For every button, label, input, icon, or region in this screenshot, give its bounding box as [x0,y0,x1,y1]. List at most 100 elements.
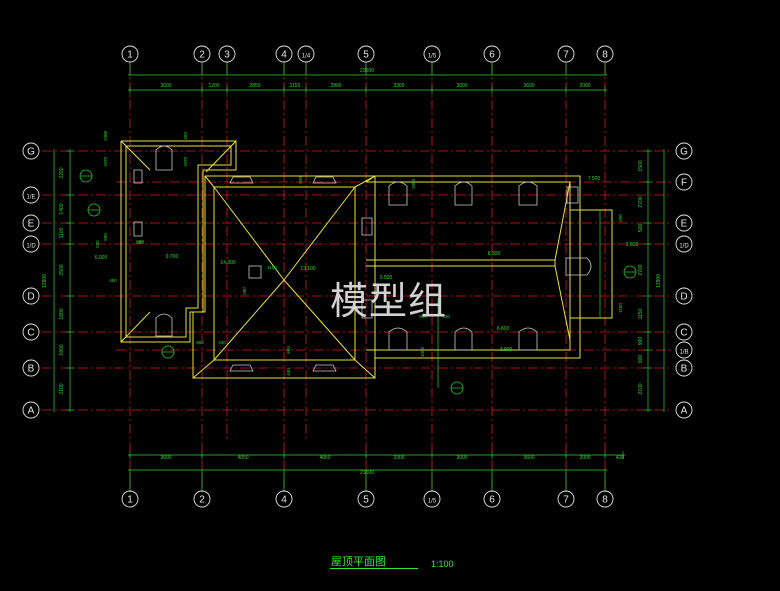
grid-label-top: 1/5 [428,54,437,60]
dimension-text: 3300 [393,455,404,461]
dimension-text: 2700 [638,196,644,207]
dimension-text: 12900 [42,274,48,288]
grid-label-right: 1/B [679,350,688,356]
dimension-text: 23600 [360,68,374,74]
dimension-text: 2000 [579,83,590,89]
grid-label-top: 8 [602,50,608,61]
roof-dormers [133,145,592,372]
grid-label-bottom: 6 [489,495,495,506]
grid-label-left: 1/E [26,195,35,201]
grid-label-right: D [680,292,687,303]
local-dimension: 1000 [411,178,416,189]
elevation-mark: 13.100 [300,266,316,272]
grid-label-bottom: 2 [199,495,205,506]
grid-label-right: F [681,178,687,189]
local-dimension: 525 [95,240,100,248]
dimension-text: 3600 [160,455,171,461]
dimension-text: 1150 [638,308,644,319]
local-dimension: 1100 [267,265,277,270]
local-dimension: 1000 [103,130,108,141]
local-dimension: 600 [103,233,108,241]
dimension-text: 2900 [330,83,341,89]
axis-grid-lines [42,64,672,488]
grid-label-left: C [27,328,34,339]
local-dimension: 450 [109,278,117,283]
watermark-text: 模型组 [330,279,448,323]
elevation-mark: 9.700 [166,254,179,260]
dimension-text: 3600 [160,83,171,89]
local-dimension: 1070 [183,156,188,167]
dimension-text: 2100 [59,383,65,394]
dimension-text: 1200 [208,83,219,89]
title-underline [330,568,418,569]
elevation-mark: 7.500 [588,176,601,182]
dimension-text: 4050 [319,455,330,461]
local-dimension: 1000 [420,346,425,357]
grid-label-bottom: 7 [563,495,569,506]
dimension-text: 1150 [290,83,301,89]
grid-label-right: 1/D [679,244,689,250]
drawing-title: 屋顶平面图 [331,556,386,568]
dimension-text: 900 [638,337,644,346]
grid-label-left: D [27,292,34,303]
elevation-mark: 6.600 [497,326,510,332]
grid-label-bottom: 5 [363,495,369,506]
grid-label-top: 7 [563,50,569,61]
dimension-text: 2500 [59,264,65,275]
local-dimension: 280 [242,287,247,295]
local-dimension: 900 [419,314,427,319]
grid-label-top: 6 [489,50,495,61]
dimension-text: 500 [638,224,644,233]
dimension-text: 1800 [59,344,65,355]
grid-label-top: 1/4 [302,54,311,60]
dimension-text: 1100 [59,227,65,238]
grid-label-bottom: 1/5 [428,499,437,505]
elevation-mark: 3.900 [500,347,513,353]
dimension-text: 2000 [579,455,590,461]
dimension-text: 2200 [59,167,65,178]
dimension-text: 23600 [360,470,374,476]
grid-label-right: A [681,406,688,417]
elevation-mark: 14.300 [220,260,236,266]
dimension-text: 4050 [237,455,248,461]
roof-outline [120,140,613,379]
dimension-text: 2850 [249,83,260,89]
grid-label-top: 5 [363,50,369,61]
dimension-text: 1400 [59,203,65,214]
local-dimension: 440 [218,340,226,345]
detail-symbols [79,169,637,395]
dimension-text: 2100 [638,383,644,394]
local-dimension: 660 [286,346,291,354]
elevation-mark: 8.300 [488,251,501,257]
dimension-text: 3600 [523,455,534,461]
grid-label-right: E [681,219,688,230]
local-dimension: 400 [442,314,450,319]
elevation-mark: 3.600 [626,242,639,248]
grid-label-right: G [680,147,688,158]
dimension-text: 1800 [59,308,65,319]
elevation-mark: 9.500 [380,275,393,281]
local-dimension: 450 [183,132,188,140]
local-dimension: 650 [618,214,623,222]
dimension-text: 420 [616,455,625,461]
grid-label-left: B [28,364,35,375]
elevation-mark: 6.000 [95,255,108,261]
grid-label-left: G [27,147,35,158]
local-dimension: 600 [298,176,303,184]
dimension-lines [53,62,665,492]
grid-label-left: A [28,406,35,417]
dimension-text: 12900 [656,274,662,288]
grid-label-bottom: 4 [281,495,287,506]
grid-label-left: 1/D [26,244,36,250]
local-dimension: 200 [136,240,144,245]
local-dimension: 440 [286,368,291,376]
dimension-text: 3600 [523,83,534,89]
drawing-scale: 1:100 [431,559,454,569]
dimension-text: 1500 [638,160,644,171]
grid-label-right: B [681,364,688,375]
grid-label-left: E [28,219,35,230]
dimension-text: 900 [638,355,644,364]
grid-label-top: 2 [199,50,205,61]
dimension-text: 3000 [456,455,467,461]
